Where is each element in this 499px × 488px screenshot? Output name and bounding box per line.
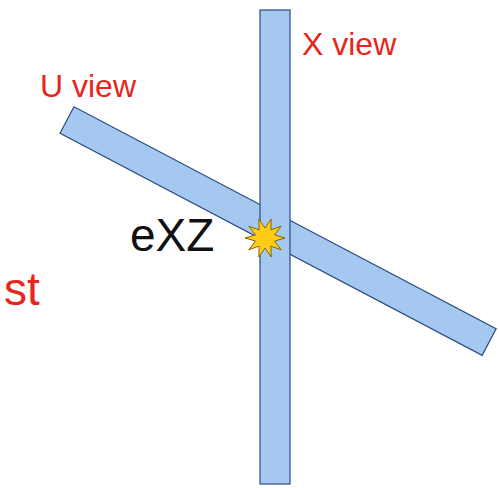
slide-text: st — [4, 266, 40, 312]
hit-burst — [245, 219, 285, 257]
view-label: X view — [302, 28, 396, 60]
slide-text: eXZ — [130, 212, 214, 258]
view-label: U view — [40, 70, 136, 102]
